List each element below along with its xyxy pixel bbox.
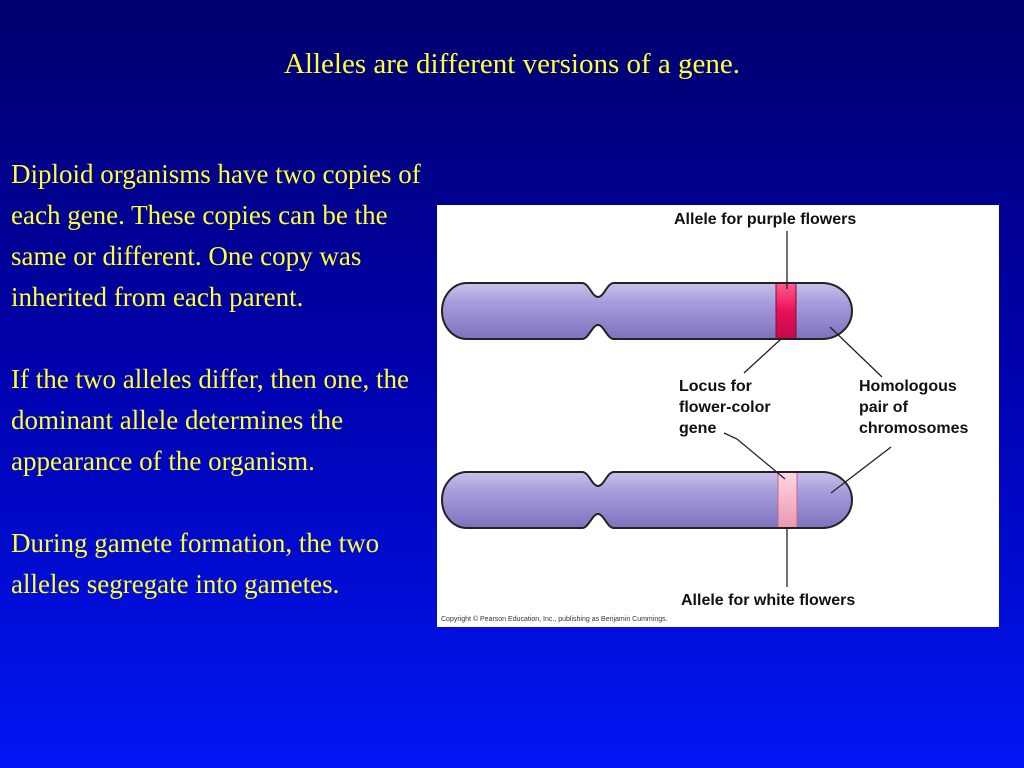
- label-locus-line1: Locus for: [679, 378, 752, 395]
- label-allele-purple: Allele for purple flowers: [674, 211, 856, 228]
- label-locus-line3: gene: [679, 420, 716, 437]
- locus-top-leader: [743, 338, 782, 374]
- body-text: Diploid organisms have two copies of eac…: [11, 154, 429, 646]
- copyright-notice: Copyright © Pearson Education, Inc., pub…: [441, 615, 668, 623]
- chromosome-diagram: Allele for purple flowers Locus for flow…: [441, 211, 968, 623]
- chromosome-figure: Allele for purple flowers Locus for flow…: [437, 205, 999, 627]
- paragraph-segregation: During gamete formation, the two alleles…: [11, 528, 380, 599]
- homologous-bottom-leader: [830, 446, 892, 494]
- label-locus-line2: flower-color: [679, 399, 771, 416]
- label-homologous-line3: chromosomes: [859, 420, 968, 437]
- paragraph-dominant: If the two alleles differ, then one, the…: [11, 364, 410, 476]
- label-allele-white: Allele for white flowers: [681, 592, 855, 609]
- purple-allele-band: [776, 284, 796, 338]
- homologous-top-leader: [829, 326, 883, 378]
- locus-bottom-leader: [723, 432, 786, 480]
- top-chromosome-body: [441, 282, 853, 340]
- slide-title: Alleles are different versions of a gene…: [283, 48, 741, 80]
- bottom-chromosome-body: [441, 471, 853, 529]
- top-chromosome: [441, 282, 853, 340]
- label-homologous-line1: Homologous: [859, 378, 957, 395]
- bottom-chromosome: [441, 471, 853, 529]
- label-homologous-line2: pair of: [859, 399, 909, 416]
- paragraph-diploid: Diploid organisms have two copies of eac…: [11, 159, 421, 312]
- white-allele-band: [778, 473, 797, 527]
- leader-lines: [723, 231, 892, 587]
